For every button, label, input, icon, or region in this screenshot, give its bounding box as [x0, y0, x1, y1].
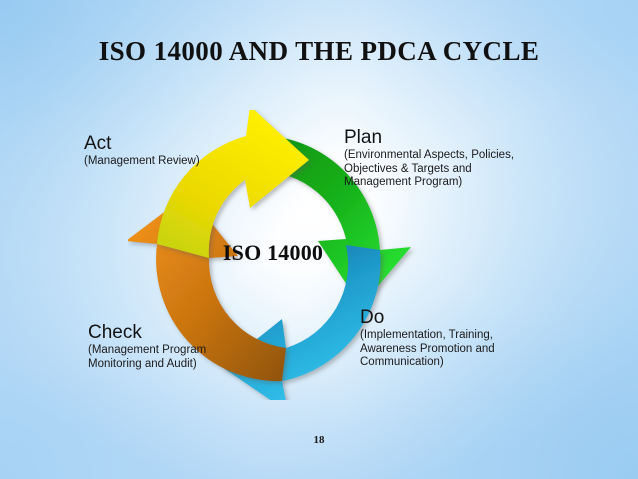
- callout-check-heading: Check: [88, 322, 142, 343]
- callout-do-detail: (Implementation, Training, Awareness Pro…: [360, 329, 495, 369]
- callout-act-heading: Act: [84, 133, 112, 154]
- callout-check: Check (Management Program Monitoring and…: [88, 322, 263, 371]
- callout-do: Do (Implementation, Training, Awareness …: [360, 307, 550, 370]
- callout-act: Act (Management Review): [84, 133, 264, 169]
- callout-do-heading: Do: [360, 307, 385, 328]
- callout-act-detail: (Management Review): [84, 155, 200, 167]
- callout-plan: Plan (Environmental Aspects, Policies, O…: [344, 127, 549, 190]
- callout-plan-detail: (Environmental Aspects, Policies, Object…: [344, 149, 515, 189]
- page-number: 18: [313, 434, 325, 446]
- callout-plan-heading: Plan: [344, 127, 383, 148]
- cycle-arrows-svg: [128, 110, 411, 400]
- arrow-act: [157, 110, 309, 258]
- page-title: ISO 14000 AND THE PDCA CYCLE: [98, 36, 540, 66]
- pdca-cycle-diagram: [128, 110, 418, 400]
- center-label-iso-14000: ISO 14000: [222, 240, 324, 265]
- callout-check-detail: (Management Program Monitoring and Audit…: [88, 344, 207, 370]
